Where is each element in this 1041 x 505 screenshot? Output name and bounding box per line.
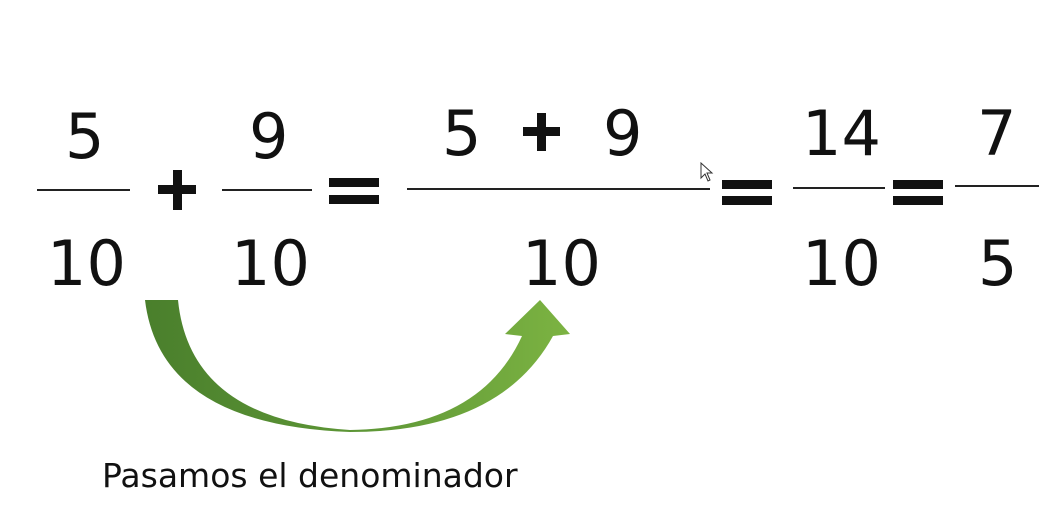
- result-2-numerator: 7: [977, 97, 1017, 170]
- fraction-1-denominator: 10: [47, 227, 126, 300]
- result-2-bar: [955, 185, 1039, 187]
- result-1-bar: [793, 187, 885, 189]
- fraction-1-numerator: 5: [65, 100, 105, 173]
- fraction-2-bar: [222, 189, 312, 191]
- result-1-denominator: 10: [802, 227, 881, 300]
- fraction-2-numerator: 9: [249, 100, 289, 173]
- fraction-2-denominator: 10: [231, 227, 310, 300]
- result-1-numerator: 14: [802, 97, 881, 170]
- fraction-1-bar: [37, 189, 130, 191]
- combined-numerator-left: 5: [442, 97, 482, 170]
- combined-denominator: 10: [522, 227, 601, 300]
- mouse-pointer-icon: [700, 162, 714, 182]
- result-2-denominator: 5: [978, 227, 1018, 300]
- combined-bar: [407, 188, 710, 190]
- combined-numerator-right: 9: [603, 97, 643, 170]
- caption-text: Pasamos el denominador: [102, 456, 518, 495]
